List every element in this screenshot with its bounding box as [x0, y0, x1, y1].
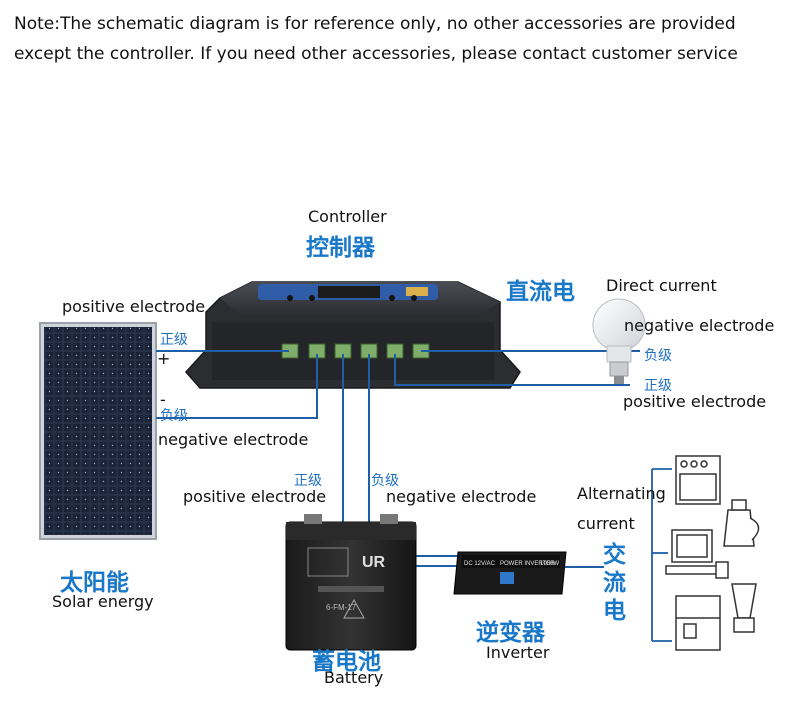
- solar-negative-sign: -: [160, 390, 166, 409]
- wire-solar-negative: [156, 354, 318, 419]
- dc-positive-label: positive electrode: [623, 392, 767, 411]
- computer-icon: [665, 529, 729, 579]
- inverter-label-right: 1000W: [540, 561, 559, 567]
- fridge-icon: [675, 595, 721, 651]
- light-bulb: [592, 298, 646, 384]
- battery-negative-cn: 负级: [371, 473, 399, 489]
- controller-device: [184, 281, 521, 389]
- inverter-label-cn: 逆变器: [476, 620, 545, 646]
- battery-device: [285, 514, 417, 651]
- battery-label-en: Battery: [324, 668, 384, 687]
- ac-label-en-line2: current: [577, 514, 635, 533]
- ac-label-cn-char-1: 交: [603, 542, 626, 568]
- kettle-icon: [723, 499, 760, 547]
- solar-negative-label: negative electrode: [158, 430, 309, 449]
- solar-panel: [39, 322, 157, 540]
- battery-negative-label: negative electrode: [386, 487, 537, 506]
- wire-dc-positive: [394, 354, 630, 386]
- stove-icon: [675, 455, 721, 505]
- solar-positive-cn: 正级: [160, 332, 188, 348]
- ac-label-cn-char-2: 流: [603, 570, 626, 596]
- note-line-2: except the controller. If you need other…: [14, 44, 738, 64]
- ac-label-cn-char-3: 电: [603, 598, 626, 624]
- wires: [156, 350, 640, 568]
- inverter-device: [453, 551, 567, 595]
- dc-negative-cn: 负级: [644, 348, 672, 364]
- ac-label-en-line1: Alternating: [577, 484, 666, 503]
- solar-label-en: Solar energy: [52, 592, 154, 611]
- battery-positive-cn: 正级: [294, 473, 322, 489]
- solar-positive-sign: +: [157, 349, 171, 368]
- dc-label-en: Direct current: [606, 276, 717, 295]
- inverter-label-left: DC 12V/AC: [464, 561, 496, 567]
- battery-model: 6-FM-17: [326, 603, 357, 612]
- controller-label-cn: 控制器: [306, 235, 375, 261]
- battery-label-cn: 蓄电池: [312, 649, 381, 675]
- battery-brand: UR: [362, 554, 386, 571]
- note-line-1: Note:The schematic diagram is for refere…: [14, 14, 736, 34]
- battery-positive-label: positive electrode: [183, 487, 327, 506]
- dc-positive-cn: 正级: [644, 378, 672, 394]
- blender-icon: [731, 583, 757, 633]
- solar-negative-cn: 负级: [160, 408, 188, 424]
- solar-label-cn: 太阳能: [60, 570, 129, 596]
- ac-bracket: [651, 468, 672, 642]
- inverter-label-en: Inverter: [486, 643, 550, 662]
- controller-terminals: [281, 343, 430, 359]
- solar-positive-label: positive electrode: [62, 297, 206, 316]
- dc-label-cn: 直流电: [506, 279, 575, 305]
- inverter-label-center: POWER INVERTER: [500, 561, 555, 567]
- dc-negative-label: negative electrode: [624, 316, 775, 335]
- controller-label-en: Controller: [308, 207, 387, 226]
